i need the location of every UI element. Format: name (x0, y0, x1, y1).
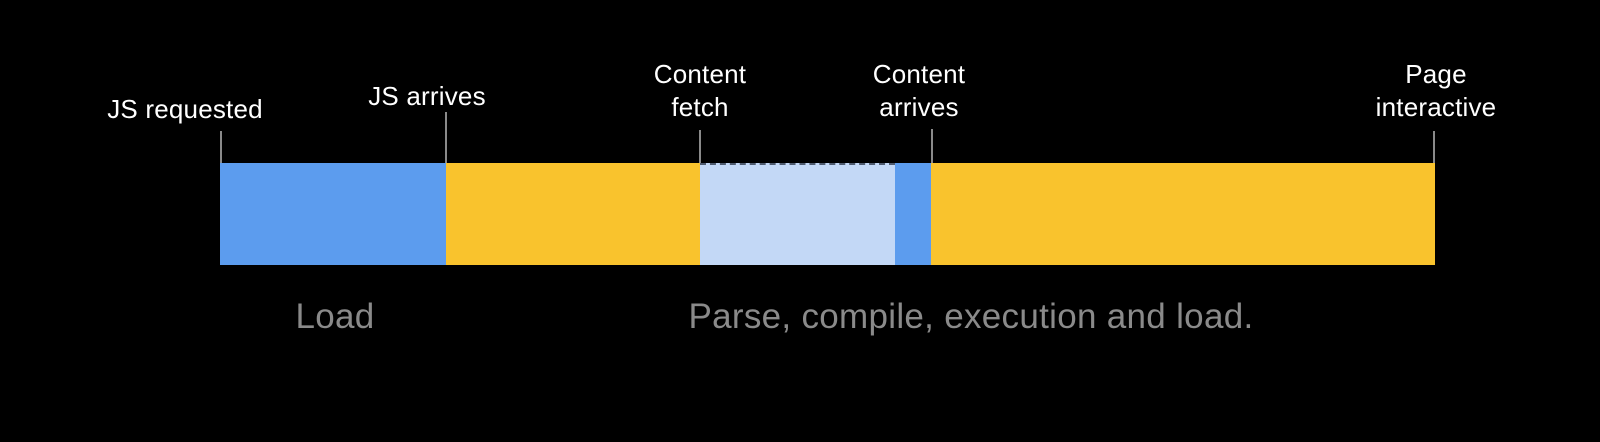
milestone-tick-js-arrives (445, 112, 447, 163)
timeline-bar (220, 163, 1435, 265)
milestone-tick-content-arrives (931, 129, 933, 163)
milestone-label-js-arrives: JS arrives (368, 81, 486, 111)
caption-load: Load (295, 297, 375, 336)
milestone-tick-page-interactive (1433, 131, 1435, 163)
segment-js-download (220, 163, 446, 265)
segment-execution-and-load (931, 163, 1435, 265)
caption-parse-compile-execution-load: Parse, compile, execution and load. (688, 297, 1254, 336)
segment-parse-compile (446, 163, 700, 265)
segment-content-load (895, 163, 931, 265)
milestone-label-js-requested: JS requested (107, 94, 263, 124)
milestone-tick-js-requested (220, 131, 222, 163)
milestone-label-content-arrives: Content arrives (872, 59, 966, 122)
milestone-tick-content-fetch (699, 130, 701, 163)
milestone-label-content-fetch: Content fetch (653, 59, 747, 122)
milestone-label-page-interactive: Page interactive (1375, 59, 1497, 122)
segment-content-fetch (700, 163, 895, 265)
